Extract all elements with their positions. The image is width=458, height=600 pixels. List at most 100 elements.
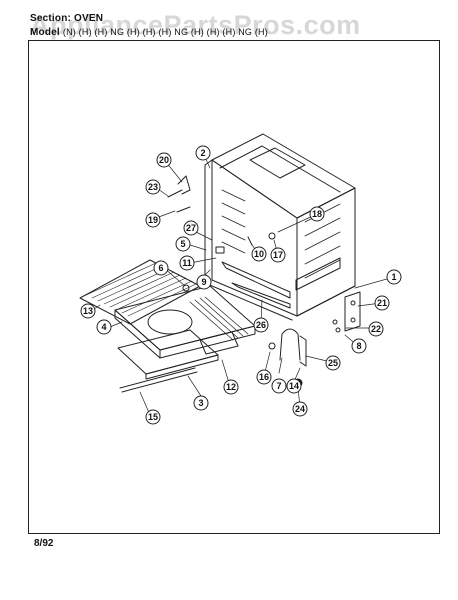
callout-circle	[145, 409, 161, 425]
callout-number: 16	[259, 372, 269, 382]
callout-16: 16	[256, 369, 272, 385]
callout-number: 21	[377, 298, 387, 308]
callout-circle	[80, 303, 96, 319]
callout-number: 6	[158, 263, 163, 273]
callout-number: 10	[254, 249, 264, 259]
callout-number: 24	[295, 404, 305, 414]
callout-circle	[251, 246, 267, 262]
callout-19: 19	[145, 212, 161, 228]
callout-circle	[175, 236, 191, 252]
frame-left	[28, 40, 29, 534]
callout-number: 22	[371, 324, 381, 334]
callout-number: 19	[148, 215, 158, 225]
callout-circle	[96, 319, 112, 335]
callout-number: 1	[391, 272, 396, 282]
model-label: Model	[30, 27, 60, 38]
model-heading: Model (N) (H) (H) NG (H) (H) (H) NG (H) …	[30, 27, 268, 38]
callout-number: 17	[273, 250, 283, 260]
callout-number: 23	[148, 182, 158, 192]
callout-4: 4	[96, 319, 112, 335]
callout-20: 20	[156, 152, 172, 168]
callout-circle	[271, 378, 287, 394]
callout-circle	[309, 206, 325, 222]
oven-rack	[79, 259, 201, 325]
callout-circle	[286, 378, 302, 394]
callout-11: 11	[179, 255, 195, 271]
callout-number: 27	[186, 223, 196, 233]
callout-5: 5	[175, 236, 191, 252]
callout-number: 20	[159, 155, 169, 165]
callout-circle	[193, 395, 209, 411]
callout-layer: 1234567891011121314151617181920212223242…	[80, 145, 402, 425]
callout-number: 13	[83, 306, 93, 316]
callout-circle	[145, 212, 161, 228]
model-value: (N) (H) (H) NG (H) (H) (H) NG (H) (H) (H…	[62, 27, 268, 37]
callout-2: 2	[195, 145, 211, 161]
oven-cavity	[204, 133, 356, 321]
frame-bottom	[28, 533, 440, 534]
callout-number: 25	[328, 358, 338, 368]
callout-25: 25	[325, 355, 341, 371]
leader-lines	[90, 152, 395, 416]
callout-3: 3	[193, 395, 209, 411]
callout-circle	[270, 247, 286, 263]
callout-circle	[179, 255, 195, 271]
callout-circle	[368, 321, 384, 337]
callout-1: 1	[386, 269, 402, 285]
callout-circle	[374, 295, 390, 311]
callout-27: 27	[183, 220, 199, 236]
callout-circle	[153, 260, 169, 276]
callout-number: 15	[148, 412, 158, 422]
callout-26: 26	[253, 317, 269, 333]
callout-number: 3	[198, 398, 203, 408]
section-value: OVEN	[74, 13, 104, 24]
callout-number: 7	[276, 381, 281, 391]
callout-number: 2	[200, 148, 205, 158]
callout-number: 4	[101, 322, 106, 332]
frame-right	[439, 40, 440, 534]
callout-8: 8	[351, 338, 367, 354]
callout-circle	[145, 179, 161, 195]
callout-circle	[351, 338, 367, 354]
callout-number: 11	[182, 258, 192, 268]
callout-17: 17	[270, 247, 286, 263]
callout-number: 18	[312, 209, 322, 219]
callout-6: 6	[153, 260, 169, 276]
callout-number: 12	[226, 382, 236, 392]
callout-circle	[195, 145, 211, 161]
callout-number: 5	[180, 239, 185, 249]
callout-number: 26	[256, 320, 266, 330]
callout-18: 18	[309, 206, 325, 222]
callout-23: 23	[145, 179, 161, 195]
section-heading: Section: OVEN	[30, 13, 103, 24]
callout-24: 24	[292, 401, 308, 417]
callout-14: 14	[286, 378, 302, 394]
callout-circle	[325, 355, 341, 371]
callout-10: 10	[251, 246, 267, 262]
callout-7: 7	[271, 378, 287, 394]
callout-circle	[156, 152, 172, 168]
callout-circle	[196, 274, 212, 290]
section-label: Section:	[30, 13, 72, 24]
callout-13: 13	[80, 303, 96, 319]
callout-number: 9	[201, 277, 206, 287]
callout-number: 14	[289, 381, 299, 391]
callout-circle	[386, 269, 402, 285]
frame-top	[28, 40, 440, 41]
callout-circle	[183, 220, 199, 236]
callout-15: 15	[145, 409, 161, 425]
watermark: AppliancePartsPros.com	[30, 10, 361, 40]
callout-circle	[292, 401, 308, 417]
date-code: 8/92	[34, 538, 54, 549]
callout-circle	[223, 379, 239, 395]
callout-21: 21	[374, 295, 390, 311]
callout-22: 22	[368, 321, 384, 337]
callout-circle	[256, 369, 272, 385]
callout-number: 8	[356, 341, 361, 351]
bottom-panel	[117, 329, 239, 393]
callout-circle	[253, 317, 269, 333]
callout-9: 9	[196, 274, 212, 290]
callout-12: 12	[223, 379, 239, 395]
